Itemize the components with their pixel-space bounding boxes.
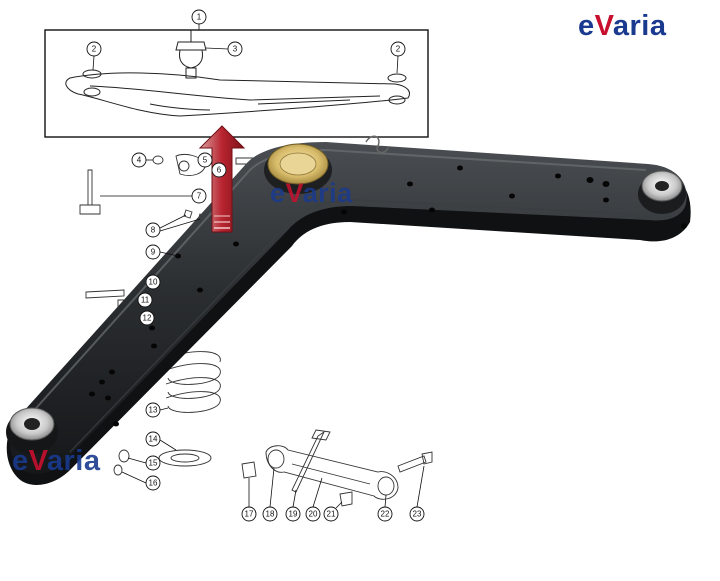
svg-text:18: 18 xyxy=(266,510,275,519)
callout-7: 7 xyxy=(100,188,207,204)
callout-9: 9 xyxy=(145,244,179,260)
svg-text:10: 10 xyxy=(149,278,158,287)
inset-detail: 1 2 3 2 xyxy=(44,9,429,138)
svg-text:12: 12 xyxy=(143,314,152,323)
logo-v: V xyxy=(28,445,47,477)
svg-text:16: 16 xyxy=(149,479,158,488)
svg-text:2: 2 xyxy=(92,45,97,54)
svg-text:20: 20 xyxy=(309,510,318,519)
logo-rest: aria xyxy=(46,445,101,477)
svg-text:1: 1 xyxy=(197,13,202,22)
svg-text:13: 13 xyxy=(149,406,158,415)
svg-text:2: 2 xyxy=(396,45,401,54)
svg-text:19: 19 xyxy=(289,510,298,519)
up-arrow-icon xyxy=(198,125,246,233)
svg-text:23: 23 xyxy=(413,510,422,519)
callout-6: 6 xyxy=(211,162,227,178)
bushing-center xyxy=(264,143,332,194)
callout-21: 21 xyxy=(323,501,343,522)
callout-15: 15 xyxy=(127,455,161,471)
logo-e: e xyxy=(578,10,595,42)
evaria-logo-top: eVaria xyxy=(578,10,667,43)
svg-text:21: 21 xyxy=(327,510,336,519)
arm-holes xyxy=(89,165,687,427)
callout-16: 16 xyxy=(121,471,161,491)
logo-v: V xyxy=(594,10,613,42)
spring-clip xyxy=(365,135,389,154)
svg-text:17: 17 xyxy=(245,510,254,519)
inset-arm-lineart xyxy=(65,30,410,117)
callout-20: 20 xyxy=(305,477,323,522)
callouts: 4 5 6 7 8 9 10 xyxy=(100,152,425,522)
svg-text:7: 7 xyxy=(197,192,202,201)
svg-text:6: 6 xyxy=(217,166,222,175)
svg-text:9: 9 xyxy=(151,248,156,257)
svg-text:22: 22 xyxy=(381,510,390,519)
callout-17: 17 xyxy=(241,478,257,522)
callout-13: 13 xyxy=(145,402,169,418)
evaria-logo-watermark-center: eVaria xyxy=(270,178,353,209)
callout-3: 3 xyxy=(205,41,243,57)
logo-e: e xyxy=(12,445,29,477)
svg-text:3: 3 xyxy=(233,45,238,54)
callout-22: 22 xyxy=(377,494,393,522)
logo-rest: aria xyxy=(302,178,353,208)
callout-1: 1 xyxy=(191,9,207,30)
bushing-left xyxy=(6,407,58,454)
svg-text:5: 5 xyxy=(203,156,208,165)
callout-18: 18 xyxy=(262,467,278,522)
bushing-right xyxy=(638,170,686,214)
callout-14: 14 xyxy=(145,431,177,451)
logo-e: e xyxy=(270,178,286,208)
callout-2-left: 2 xyxy=(86,41,102,71)
callout-5: 5 xyxy=(197,152,213,168)
callout-23: 23 xyxy=(409,465,425,522)
callout-10: 10 xyxy=(145,274,161,290)
logo-rest: aria xyxy=(612,10,667,42)
svg-text:14: 14 xyxy=(149,435,158,444)
callout-19: 19 xyxy=(285,489,301,522)
svg-text:11: 11 xyxy=(141,296,150,305)
callout-8: 8 xyxy=(145,214,201,238)
evaria-logo-watermark-bottom: eVaria xyxy=(12,445,101,478)
svg-text:15: 15 xyxy=(149,459,158,468)
callout-4: 4 xyxy=(131,152,153,168)
logo-v: V xyxy=(285,178,303,208)
svg-text:4: 4 xyxy=(137,156,142,165)
svg-text:8: 8 xyxy=(151,226,156,235)
callout-11: 11 xyxy=(137,292,153,308)
callout-2-right: 2 xyxy=(390,41,406,74)
callout-12: 12 xyxy=(139,310,155,326)
